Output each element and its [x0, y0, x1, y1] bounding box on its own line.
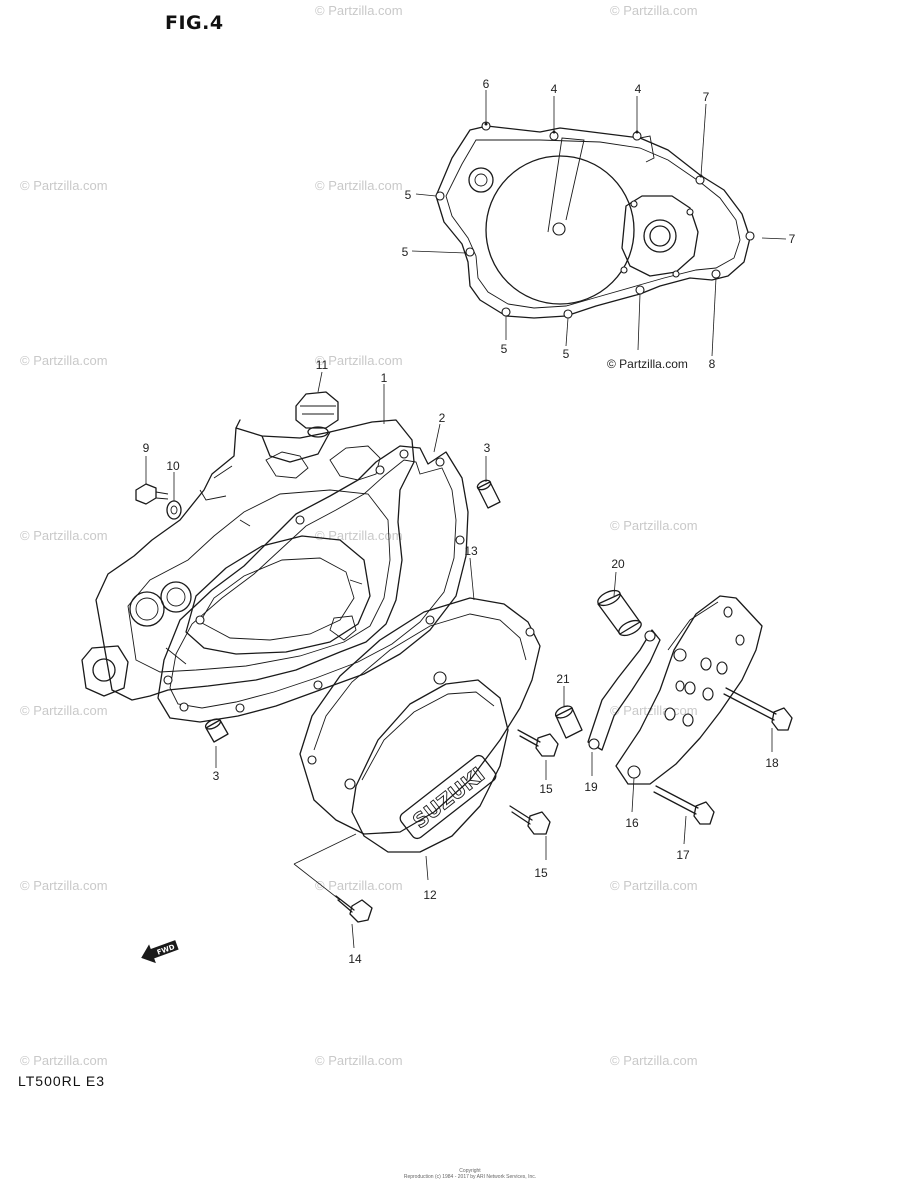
watermark: © Partzilla.com: [610, 518, 698, 533]
bolt-part-15-upper: [517, 729, 559, 757]
watermark: © Partzilla.com: [610, 3, 698, 18]
watermark: © Partzilla.com: [315, 353, 403, 368]
watermark: © Partzilla.com: [610, 878, 698, 893]
callout-5: 5: [402, 245, 409, 259]
callout-5: 5: [563, 347, 570, 361]
bolt-part-15-lower: [509, 805, 551, 835]
forward-direction-arrow: FWD: [141, 940, 179, 964]
watermark-layer: © Partzilla.com © Partzilla.com © Partzi…: [20, 3, 698, 1068]
callout-4: 4: [635, 82, 642, 96]
callout-18: 18: [765, 756, 779, 770]
callout-20: 20: [611, 557, 625, 571]
figure-title: FIG.4: [165, 12, 224, 34]
washer-part-10: [166, 500, 182, 520]
bolt-part-18: [723, 687, 793, 731]
callout-17: 17: [676, 848, 690, 862]
callout-7: 7: [703, 90, 710, 104]
watermark-dark: © Partzilla.com: [607, 357, 688, 371]
callout-14: 14: [348, 952, 362, 966]
bolt-part-9: [135, 483, 169, 505]
fwd-label: FWD: [156, 943, 176, 957]
callout-21: 21: [556, 672, 570, 686]
oil-filler-cap-part-11: [295, 391, 339, 438]
spacer-part-20: [597, 589, 642, 637]
watermark: © Partzilla.com: [315, 178, 403, 193]
callout-4: 4: [551, 82, 558, 96]
callout-5: 5: [501, 342, 508, 356]
spacer-part-21: [554, 705, 583, 739]
model-code: LT500RL E3: [18, 1073, 106, 1089]
copyright-notice: Copyright Reproduction (c) 1984 - 2017 b…: [400, 1168, 540, 1180]
callout-1: 1: [381, 371, 388, 385]
callout-12: 12: [423, 888, 437, 902]
arrow-icon: [141, 940, 179, 964]
callout-13: 13: [464, 544, 478, 558]
watermark: © Partzilla.com: [610, 1053, 698, 1068]
callout-8: 8: [709, 357, 716, 371]
watermark: © Partzilla.com: [315, 878, 403, 893]
callout-5: 5: [405, 188, 412, 202]
cover-gasket-part-2: [157, 445, 469, 723]
callout-labels: 6 4 4 7 5 5 7 5 5 8 11 1 2 3 9 10 3 13 2…: [143, 77, 796, 966]
watermark: © Partzilla.com: [20, 178, 108, 193]
callout-19: 19: [584, 780, 598, 794]
suzuki-badge: SUZUKI: [399, 754, 497, 840]
callout-3: 3: [484, 441, 491, 455]
leader-lines: [145, 90, 787, 949]
callout-11: 11: [316, 358, 329, 372]
callout-16: 16: [625, 816, 639, 830]
guard-plate-holes: [664, 606, 745, 727]
dowel-pin-part-3-lower: [204, 718, 229, 743]
callout-3: 3: [213, 769, 220, 783]
clutch-outer-cover-part-13: [299, 597, 541, 835]
callout-7: 7: [789, 232, 796, 246]
callout-6: 6: [483, 77, 490, 91]
callout-10: 10: [166, 459, 180, 473]
callout-15: 15: [539, 782, 553, 796]
bolt-part-14: [335, 895, 373, 923]
watermark: © Partzilla.com: [20, 528, 108, 543]
watermark: © Partzilla.com: [315, 1053, 403, 1068]
guard-plate-part-16: [615, 595, 763, 785]
crankcase-body-part-1: [81, 419, 415, 701]
watermark: © Partzilla.com: [20, 353, 108, 368]
watermark: © Partzilla.com: [20, 703, 108, 718]
watermark: © Partzilla.com: [610, 703, 698, 718]
crankcase-cover-inner-view: [435, 121, 755, 319]
watermark: © Partzilla.com: [20, 1053, 108, 1068]
copyright-line-2: Reproduction (c) 1984 - 2017 by ARI Netw…: [403, 1174, 537, 1180]
dowel-pin-part-3-upper: [476, 479, 501, 509]
cover-bolt-holes: [435, 121, 755, 319]
copyright-line-1: Copyright: [459, 1168, 481, 1174]
watermark: © Partzilla.com: [315, 3, 403, 18]
bolt-part-17: [653, 785, 715, 825]
suzuki-logo-text: SUZUKI: [408, 762, 489, 833]
callout-15: 15: [534, 866, 548, 880]
bracket-part-19: [587, 629, 661, 751]
gasket-bolt-holes: [163, 449, 465, 713]
callout-9: 9: [143, 441, 150, 455]
watermark: © Partzilla.com: [20, 878, 108, 893]
callout-2: 2: [439, 411, 446, 425]
